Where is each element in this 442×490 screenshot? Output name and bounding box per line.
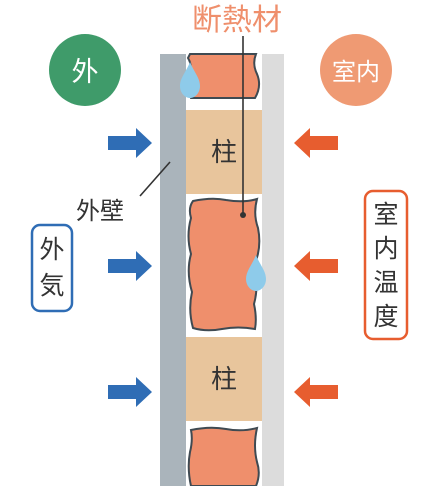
indoor-temp-char-3: 温	[373, 268, 398, 297]
arrow-left-icon	[294, 377, 338, 407]
pillar-bottom: 柱	[186, 337, 262, 421]
arrow-right-icon	[108, 251, 152, 281]
indoor-temp-char-4: 度	[373, 302, 398, 331]
inner-board	[262, 54, 284, 486]
pillar-top-label: 柱	[211, 138, 237, 168]
outside-air-char-2: 気	[39, 271, 64, 300]
pillar-bottom-label: 柱	[211, 365, 237, 395]
outside-badge: 外	[49, 34, 121, 106]
arrow-left-icon	[294, 251, 338, 281]
exterior-wall-label: 外壁	[76, 197, 124, 225]
indoor-temp-box: 室 内 温 度	[363, 189, 409, 341]
outside-air-box: 外 気	[30, 223, 74, 313]
droplet-icon	[246, 255, 266, 291]
exterior-wall-leader-line	[139, 161, 171, 197]
indoor-temp-box-frame	[363, 189, 409, 341]
pillar-top: 柱	[186, 110, 262, 194]
outside-badge-circle	[49, 34, 121, 106]
droplet-icon	[180, 62, 200, 98]
arrow-right-icon	[108, 128, 152, 158]
pillar-top-rect	[186, 110, 262, 194]
insulation-block-bottom	[187, 426, 260, 487]
inside-badge-label: 室内	[332, 58, 380, 86]
title-leader-dot	[240, 212, 246, 218]
title-label: 断熱材	[192, 3, 282, 38]
arrow-left-icon	[294, 128, 338, 158]
pillar-bottom-rect	[186, 337, 262, 421]
inside-badge-circle	[320, 34, 392, 106]
outside-air-char-1: 外	[39, 235, 64, 264]
arrow-right-icon	[108, 377, 152, 407]
outside-air-box-frame	[30, 223, 74, 313]
indoor-temp-char-2: 内	[373, 234, 398, 263]
exterior-wall	[160, 54, 186, 486]
inside-badge: 室内	[320, 34, 392, 106]
insulation-block-middle	[187, 197, 261, 332]
outside-badge-label: 外	[72, 57, 99, 88]
indoor-temp-char-1: 室	[373, 200, 398, 229]
